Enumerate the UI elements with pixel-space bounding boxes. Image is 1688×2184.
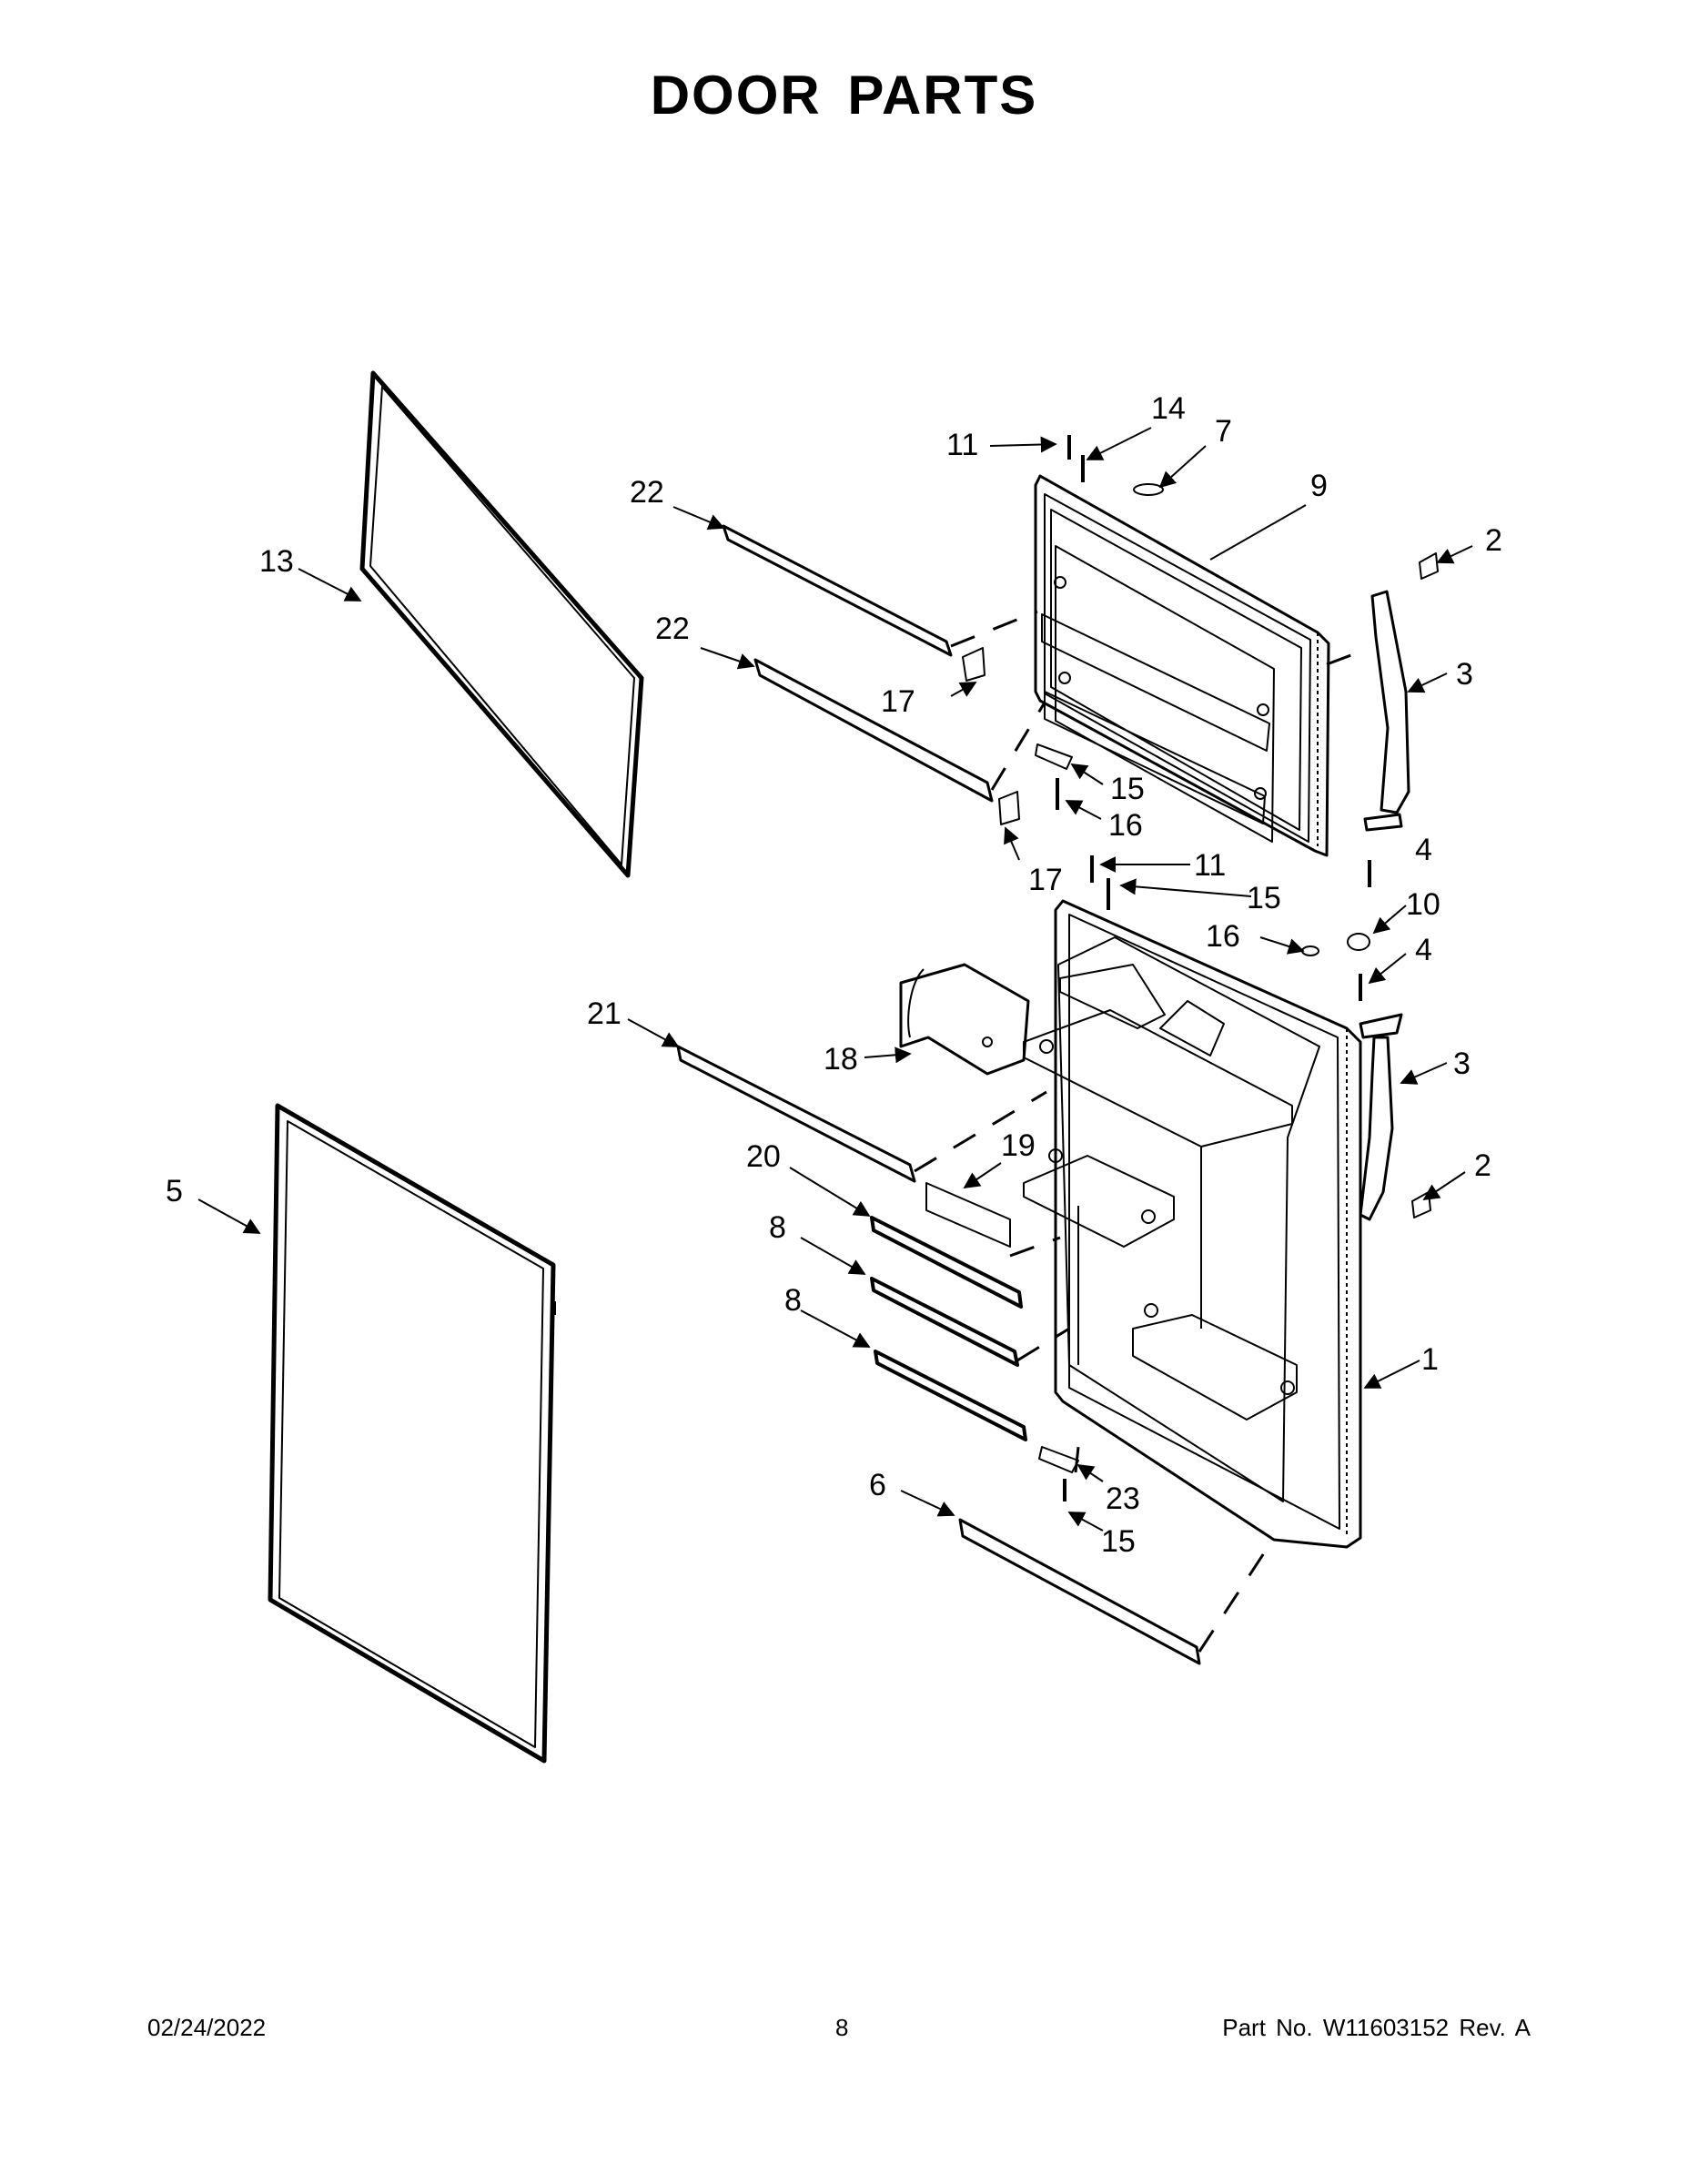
callout-4-upper: 4 [1415,833,1432,867]
shelf-trim-8b [874,1350,1027,1441]
callout-3-lower: 3 [1453,1046,1471,1081]
callout-19: 19 [1001,1128,1036,1163]
footer-part-number: Part No. W11603152 Rev. A [1222,2014,1531,2041]
page-title: DOOR PARTS [650,65,1038,126]
callout-18: 18 [824,1042,858,1077]
callout-17-upper: 17 [881,684,915,719]
callout-3-upper: 3 [1456,657,1473,692]
freezer-door [1034,474,1330,857]
callout-8-upper: 8 [769,1210,786,1245]
callout-15-lower: 15 [1101,1524,1136,1559]
callout-5: 5 [166,1174,183,1208]
callout-16: 16 [1206,919,1240,954]
freezer-door-gasket [359,370,644,878]
shelf-trim-20 [870,1216,1023,1309]
callout-1: 1 [1421,1342,1439,1377]
callout-15-upper: 16 [1108,808,1143,843]
callout-2-lower: 2 [1474,1148,1491,1183]
trim-clip-19 [925,1182,1011,1248]
washer-10 [1347,933,1370,951]
plug-7 [1133,483,1164,496]
clip-17-lower [998,791,1020,825]
hinge-pin-bracket-23 [1038,1446,1079,1473]
refrigerator-door [1023,899,1362,1549]
callout-14: 15 [1110,772,1145,806]
callout-10: 10 [1406,887,1440,922]
clip-17-upper [962,647,986,682]
callout-21: 21 [587,996,622,1031]
callout-6: 6 [869,1468,886,1502]
door-bottom-trim [958,1518,1201,1665]
footer-page-number: 8 [835,2014,849,2041]
footer-date: 02/24/2022 [147,2014,267,2041]
hinge-pin-bracket-14 [1035,743,1073,770]
callout-4-lower: 4 [1415,933,1432,967]
plug-16 [1301,945,1319,956]
callout-9: 9 [1310,469,1328,503]
callout-17-lower: 17 [1028,863,1063,897]
callout-11-top: 11 [946,428,978,462]
callout-8-lower: 8 [784,1283,802,1318]
callout-2-upper: 2 [1485,523,1502,558]
callout-13-top: 14 [1151,391,1186,426]
callout-22-upper: 22 [630,475,664,510]
callout-labels: 13 22 22 11 14 7 9 2 3 17 15 16 17 11 15… [166,391,1502,1559]
bottom-door-handle [1359,1013,1403,1221]
callout-20: 20 [746,1139,781,1174]
freezer-trim-lower [753,658,994,803]
shelf-trim-8a [870,1277,1019,1367]
freezer-trim-upper [722,524,953,657]
callout-leaders [197,427,1473,1532]
assembly-lines [914,610,1364,1653]
hinge-cover-2-upper [1419,552,1439,580]
callout-7: 7 [1215,414,1232,449]
refrigerator-door-gasket [268,1103,556,1764]
callout-11-mid: 11 [1194,848,1226,883]
callout-12: 13 [259,544,294,579]
callout-22-lower: 22 [655,612,690,646]
callout-13-mid: 15 [1247,881,1281,915]
callout-23: 23 [1106,1481,1140,1516]
refrigerator-trim-upper [676,1045,916,1183]
top-door-handle [1363,590,1410,832]
dairy-bin [899,963,1030,1076]
